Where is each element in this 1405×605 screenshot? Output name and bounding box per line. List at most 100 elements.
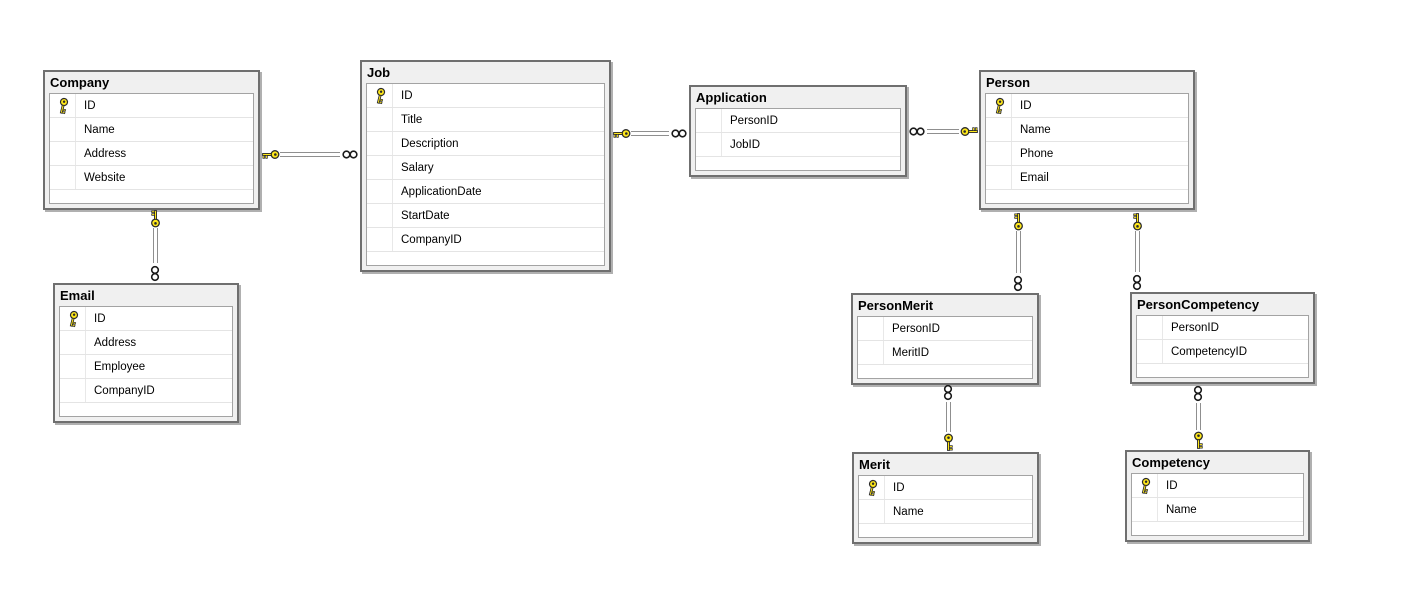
table-row: JobID xyxy=(696,133,900,157)
relationship-person-personcompetency[interactable] xyxy=(1127,211,1147,292)
primary-key-cell xyxy=(986,142,1012,165)
table-title[interactable]: Merit xyxy=(859,457,891,472)
primary-key-cell xyxy=(367,84,393,107)
table-row: Website xyxy=(50,166,253,190)
table-title[interactable]: PersonMerit xyxy=(858,298,934,313)
field-name: StartDate xyxy=(401,209,450,222)
table-title[interactable]: Job xyxy=(367,65,391,80)
one-end-key-icon xyxy=(1188,430,1208,450)
table-row: PersonID xyxy=(696,109,900,133)
many-end-infinity-icon xyxy=(669,123,689,143)
table-row: Employee xyxy=(60,355,232,379)
relationship-line[interactable] xyxy=(280,151,340,157)
field-name: CompanyID xyxy=(94,384,155,397)
field-name: ApplicationDate xyxy=(401,185,482,198)
entity-table-email[interactable]: Email ID Address Employee CompanyID xyxy=(53,283,239,423)
field-name: MeritID xyxy=(892,346,930,359)
relationship-company-email[interactable] xyxy=(145,208,165,283)
relationship-personmerit-merit[interactable] xyxy=(938,382,958,452)
field-name: Name xyxy=(1166,503,1197,516)
relationship-line[interactable] xyxy=(945,402,951,432)
relationship-job-application[interactable] xyxy=(611,123,689,143)
entity-table-competency[interactable]: Competency ID Name xyxy=(1125,450,1310,542)
key-icon xyxy=(373,86,386,105)
table-row: StartDate xyxy=(367,204,604,228)
primary-key-cell xyxy=(986,94,1012,117)
primary-key-cell xyxy=(1132,474,1158,497)
entity-table-company[interactable]: Company ID Name Address Website xyxy=(43,70,260,210)
relationship-line[interactable] xyxy=(1015,231,1021,273)
table-fields: ID Name Phone Email xyxy=(985,93,1189,204)
table-fields: ID Name xyxy=(858,475,1033,538)
field-name: ID xyxy=(401,89,413,102)
primary-key-cell xyxy=(696,109,722,132)
field-name: Email xyxy=(1020,171,1049,184)
table-fields: ID Name xyxy=(1131,473,1304,536)
relationship-personcompetency-competency[interactable] xyxy=(1188,383,1208,450)
relationship-line[interactable] xyxy=(152,228,158,263)
field-name: PersonID xyxy=(730,114,778,127)
table-row: ID xyxy=(60,307,232,331)
table-row: Name xyxy=(50,118,253,142)
table-row: Phone xyxy=(986,142,1188,166)
entity-table-merit[interactable]: Merit ID Name xyxy=(852,452,1039,544)
key-icon xyxy=(66,309,79,328)
table-title[interactable]: Email xyxy=(60,288,95,303)
many-end-infinity-icon xyxy=(145,263,165,283)
entity-table-personmerit[interactable]: PersonMerit PersonID MeritID xyxy=(851,293,1039,385)
relationship-company-job[interactable] xyxy=(260,144,360,164)
primary-key-cell xyxy=(367,108,393,131)
key-icon xyxy=(1138,476,1151,495)
primary-key-cell xyxy=(367,180,393,203)
primary-key-cell xyxy=(367,228,393,251)
entity-table-personcompetency[interactable]: PersonCompetency PersonID CompetencyID xyxy=(1130,292,1315,384)
relationship-person-personmerit[interactable] xyxy=(1008,211,1028,293)
many-end-infinity-icon xyxy=(340,144,360,164)
relationship-line[interactable] xyxy=(631,130,669,136)
primary-key-cell xyxy=(60,331,86,354)
entity-table-job[interactable]: Job ID Title Description Salary Applicat… xyxy=(360,60,611,272)
table-row: ID xyxy=(986,94,1188,118)
relationship-line[interactable] xyxy=(927,128,959,134)
table-row: ID xyxy=(50,94,253,118)
table-title[interactable]: Person xyxy=(986,75,1031,90)
table-row: Email xyxy=(986,166,1188,190)
table-row: ID xyxy=(859,476,1032,500)
table-row: Salary xyxy=(367,156,604,180)
primary-key-cell xyxy=(858,341,884,364)
table-title[interactable]: Competency xyxy=(1132,455,1211,470)
field-name: JobID xyxy=(730,138,761,151)
table-row: Name xyxy=(986,118,1188,142)
primary-key-cell xyxy=(50,118,76,141)
field-name: Address xyxy=(84,147,127,160)
field-name: Name xyxy=(893,505,924,518)
field-name: PersonID xyxy=(1171,321,1219,334)
one-end-key-icon xyxy=(1008,211,1028,231)
table-row: CompanyID xyxy=(367,228,604,252)
table-row: PersonID xyxy=(1137,316,1308,340)
table-row: CompanyID xyxy=(60,379,232,403)
primary-key-cell xyxy=(367,132,393,155)
entity-table-application[interactable]: Application PersonID JobID xyxy=(689,85,907,177)
field-name: Name xyxy=(84,123,115,136)
primary-key-cell xyxy=(367,204,393,227)
field-name: Title xyxy=(401,113,423,126)
relationship-line[interactable] xyxy=(1195,403,1201,430)
table-fields: ID Address Employee CompanyID xyxy=(59,306,233,417)
many-end-infinity-icon xyxy=(1008,273,1028,293)
relationship-line[interactable] xyxy=(1134,231,1140,272)
entity-table-person[interactable]: Person ID Name Phone Email xyxy=(979,70,1195,210)
table-title[interactable]: PersonCompetency xyxy=(1137,297,1260,312)
table-title[interactable]: Application xyxy=(696,90,767,105)
primary-key-cell xyxy=(986,118,1012,141)
table-row: Name xyxy=(1132,498,1303,522)
field-name: CompetencyID xyxy=(1171,345,1248,358)
table-title[interactable]: Company xyxy=(50,75,110,90)
primary-key-cell xyxy=(1132,498,1158,521)
table-row: Address xyxy=(50,142,253,166)
field-name: Name xyxy=(1020,123,1051,136)
primary-key-cell xyxy=(60,307,86,330)
one-end-key-icon xyxy=(145,208,165,228)
relationship-application-person[interactable] xyxy=(907,121,979,141)
primary-key-cell xyxy=(696,133,722,156)
